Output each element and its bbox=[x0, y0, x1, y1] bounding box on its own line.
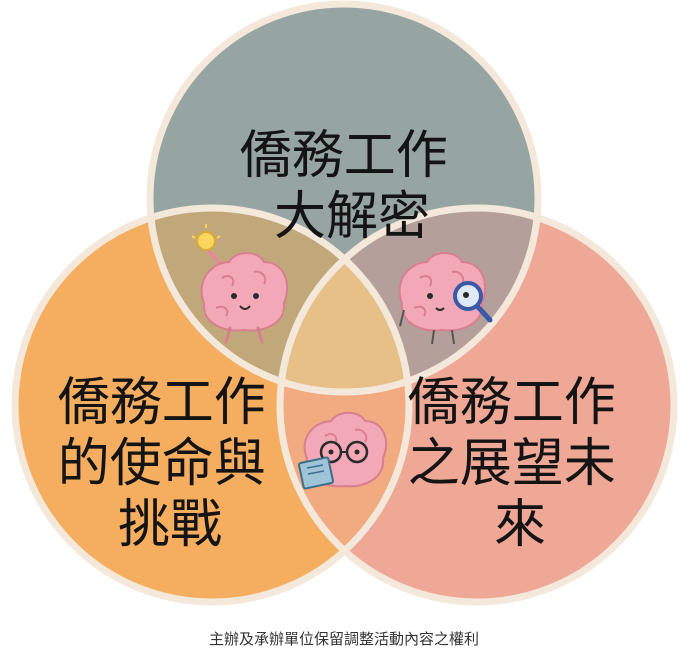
circle-outlines bbox=[11, 0, 678, 606]
footer-note: 主辦及承辦單位保留調整活動內容之權利 bbox=[208, 630, 479, 648]
right-circle-title: 僑務工作 之展望未 來 bbox=[408, 373, 633, 555]
overlap-center bbox=[280, 208, 409, 392]
brain-mascot-reading-icon bbox=[297, 411, 388, 490]
left-circle-title: 僑務工作 的使命與 挑戰 bbox=[58, 373, 283, 555]
brain-mascot-magnifier-icon bbox=[398, 252, 493, 345]
top-circle-title: 僑務工作 大解密 bbox=[240, 126, 465, 247]
brain-mascot-idea-icon bbox=[191, 224, 289, 344]
